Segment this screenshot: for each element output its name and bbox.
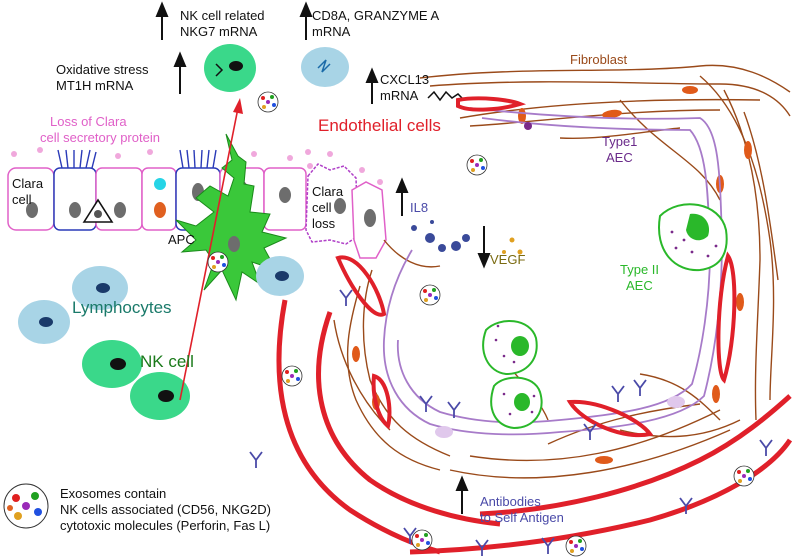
label-cxcl13: CXCL13	[380, 72, 430, 87]
label-fibroblast: Fibroblast	[570, 52, 628, 67]
secretory-protein-dots	[11, 147, 383, 185]
label-lymphocytes: Lymphocytes	[72, 298, 172, 317]
label-type1-aec: AEC	[606, 150, 633, 165]
lymphocytes	[18, 47, 349, 344]
lymphocyte-cd8	[301, 47, 349, 87]
label-clara-loss-1: Clara	[312, 184, 344, 199]
airway-epithelium	[7, 147, 387, 259]
label-type2: Type II	[620, 262, 660, 277]
type1-aec-nuclei	[435, 396, 685, 438]
exosome-icons	[207, 91, 755, 557]
label-cd8a-mrna: mRNA	[312, 24, 351, 39]
label-nkg7: NKG7 mRNA	[180, 24, 258, 39]
exosome-legend-icon	[3, 483, 49, 529]
label-nk-cell: NK cell	[140, 352, 194, 371]
label-exo-2: NK cells associated (CD56, NKG2D)	[60, 502, 271, 517]
label-exo-3: cytotoxic molecules (Perforin, Fas L)	[60, 518, 271, 533]
fibroblast-network	[333, 64, 791, 479]
label-apc: APC	[168, 232, 195, 247]
antibodies	[249, 289, 773, 556]
type1-aec-membrane	[383, 107, 723, 436]
label-loss-clara-1: Loss of Clara	[50, 114, 127, 129]
cyan-granule	[154, 178, 166, 190]
label-oxidative: Oxidative stress	[56, 62, 149, 77]
upregulation-arrows	[155, 1, 491, 514]
label-clara-cell-2: cell	[12, 192, 32, 207]
label-antibodies-2: to Self Antigen	[480, 510, 564, 525]
label-endothelial: Endothelial cells	[318, 116, 441, 135]
label-cd8a: CD8A, GRANZYME A	[312, 8, 440, 23]
fibroblast-nuclei	[352, 86, 752, 464]
label-clara-loss-3: loss	[312, 216, 336, 231]
nk-migration-arrow	[179, 107, 239, 401]
endothelial-cells	[276, 96, 793, 555]
label-type1: Type1	[602, 134, 638, 149]
orange-nucleus	[154, 202, 166, 218]
apc-nucleus	[228, 236, 240, 252]
nucleus	[94, 210, 102, 218]
label-exo-1: Exosomes contain	[60, 486, 167, 501]
label-mt1h: MT1H mRNA	[56, 78, 134, 93]
il8-molecules	[411, 220, 470, 252]
cxcl13-squiggle	[427, 90, 465, 102]
label-nk-related: NK cell related	[180, 8, 265, 23]
label-il8: IL8	[410, 200, 429, 215]
label-vegf: VEGF	[490, 252, 526, 267]
type1-aec-nucleus	[524, 122, 532, 130]
label-loss-clara-2: cell secretory protein	[40, 130, 160, 145]
label-clara-cell-1: Clara	[12, 176, 44, 191]
label-cxcl13-mrna: mRNA	[380, 88, 419, 103]
vegf-molecules	[502, 237, 523, 255]
label-antibodies-1: Antibodies	[480, 494, 541, 509]
label-clara-loss-2: cell	[312, 200, 332, 215]
label-type2-aec: AEC	[626, 278, 653, 293]
epithelial-cell	[141, 167, 177, 231]
cilia	[57, 149, 217, 169]
type2-aec	[482, 203, 728, 430]
nk-cells	[82, 44, 256, 420]
